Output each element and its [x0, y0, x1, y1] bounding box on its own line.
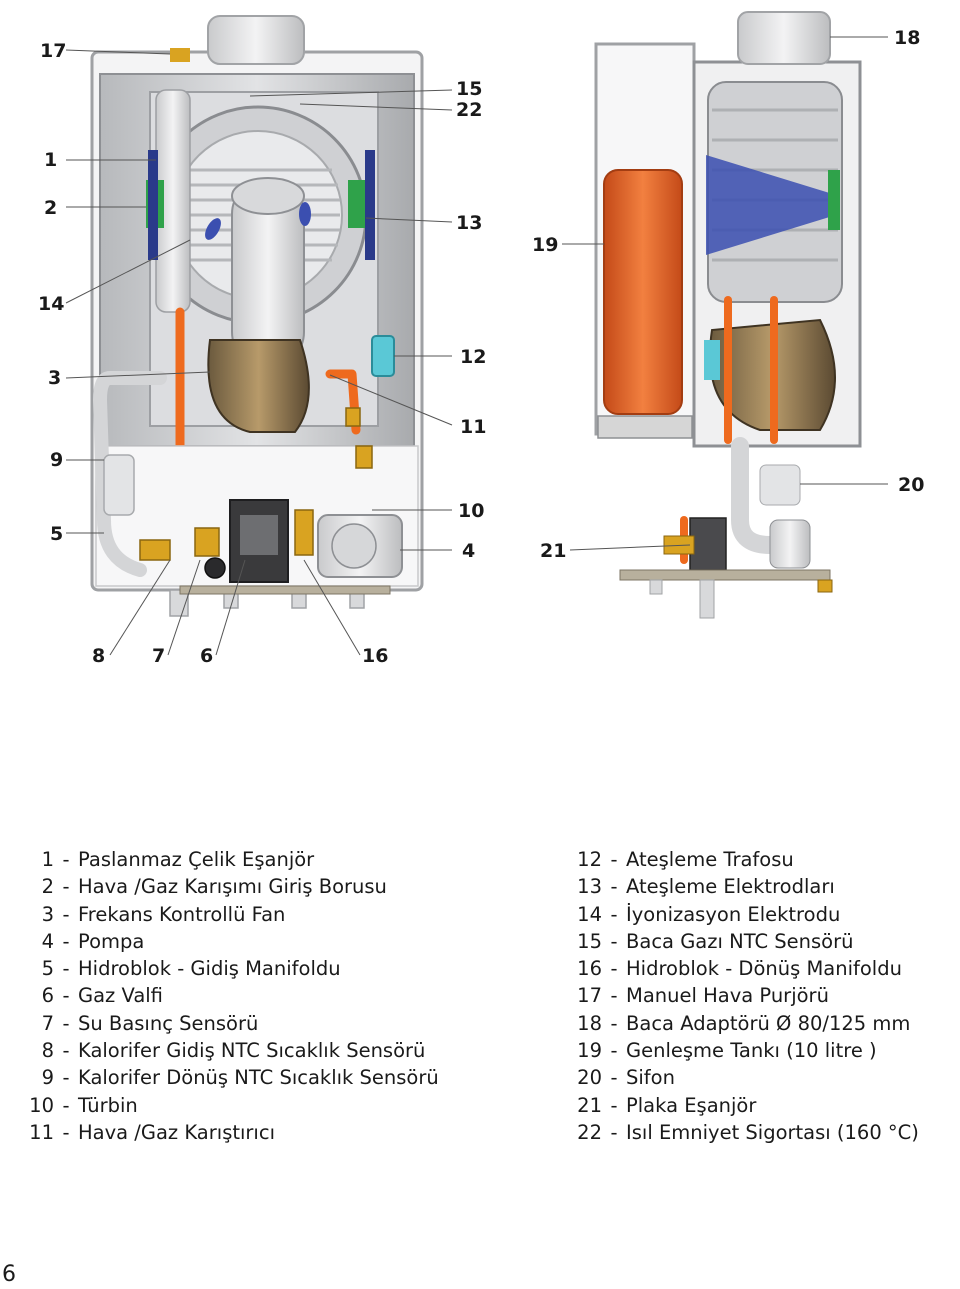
callout-17: 17 [40, 40, 66, 62]
callout-16: 16 [362, 645, 388, 667]
callout-8: 8 [92, 645, 105, 667]
callout-3: 3 [48, 367, 61, 389]
legend-item: 4-Pompa [41, 929, 145, 953]
frequency-controlled-fan [207, 339, 310, 433]
legend-item: 13-Ateşleme Elektrodları [577, 875, 835, 899]
callout-19: 19 [532, 234, 558, 256]
callout-4: 4 [462, 540, 475, 562]
burner-electrode-bars [706, 155, 836, 255]
legend-item: 14-İyonizasyon Elektrodu [577, 902, 841, 926]
legend-item: 20-Sifon [577, 1066, 675, 1090]
plate-heat-exchanger [689, 517, 727, 571]
legend-item: 22-Isıl Emniyet Sigortası (160 °C) [577, 1120, 919, 1144]
legend-item: 6-Gaz Valfi [41, 984, 163, 1008]
callout-20: 20 [898, 474, 924, 496]
legend-item: 7-Su Basınç Sensörü [41, 1011, 259, 1035]
legend-item: 11-Hava /Gaz Karıştırıcı [29, 1120, 275, 1144]
legend-item: 18-Baca Adaptörü Ø 80/125 mm [577, 1011, 911, 1035]
ntc-sensor-right [348, 180, 366, 228]
callout-5: 5 [50, 523, 63, 545]
flue-adapter-side [737, 11, 831, 65]
side-view [594, 11, 862, 619]
legend-left: 1-Paslanmaz Çelik Eşanjör 2-Hava /Gaz Ka… [28, 846, 548, 1146]
callout-18: 18 [894, 27, 920, 49]
legend-item: 8-Kalorifer Gidiş NTC Sıcaklık Sensörü [41, 1039, 426, 1063]
callout-13: 13 [456, 212, 482, 234]
flue-adapter-top [207, 15, 305, 65]
callout-2: 2 [44, 197, 57, 219]
legend-right: 12-Ateşleme Trafosu 13-Ateşleme Elektrod… [574, 846, 954, 1146]
air-purger [170, 48, 190, 62]
leader-lines [65, 36, 888, 656]
callout-10: 10 [458, 500, 484, 522]
callout-9: 9 [50, 449, 63, 471]
legend-item: 9-Kalorifer Dönüş NTC Sıcaklık Sensörü [41, 1066, 439, 1090]
legend-item: 5-Hidroblok - Gidiş Manifoldu [41, 957, 341, 981]
boiler-diagram: 17 1 2 14 3 9 5 8 7 6 16 15 22 13 12 11 … [38, 11, 924, 667]
ionization-electrode [205, 218, 221, 240]
legend-item: 17-Manuel Hava Purjörü [577, 984, 829, 1008]
legend-item: 1-Paslanmaz Çelik Eşanjör [41, 848, 315, 871]
ignition-electrode [299, 202, 311, 226]
page-number: 6 [2, 1262, 16, 1287]
callout-15: 15 [456, 78, 482, 100]
callout-6: 6 [200, 645, 213, 667]
callout-11: 11 [460, 416, 486, 438]
callout-21: 21 [540, 540, 566, 562]
legend-item: 3-Frekans Kontrollü Fan [41, 902, 286, 926]
legend-item: 15-Baca Gazı NTC Sensörü [577, 929, 854, 953]
callout-7: 7 [152, 645, 165, 667]
callout-12: 12 [460, 346, 486, 368]
legend-item: 10-Türbin [29, 1093, 138, 1117]
side-base-plate [619, 569, 831, 581]
expansion-tank [603, 169, 683, 415]
legend-item: 12-Ateşleme Trafosu [577, 848, 794, 871]
legend-item: 2-Hava /Gaz Karışımı Giriş Borusu [41, 875, 387, 899]
front-view [90, 15, 424, 617]
callout-22: 22 [456, 99, 482, 121]
legend-item: 16-Hidroblok - Dönüş Manifoldu [577, 957, 902, 981]
callout-14: 14 [38, 293, 64, 315]
callout-1: 1 [44, 149, 57, 171]
legend-item: 21-Plaka Eşanjör [577, 1093, 757, 1117]
ignition-transformer [371, 335, 395, 377]
legend-item: 19-Genleşme Tankı (10 litre ) [577, 1039, 877, 1063]
